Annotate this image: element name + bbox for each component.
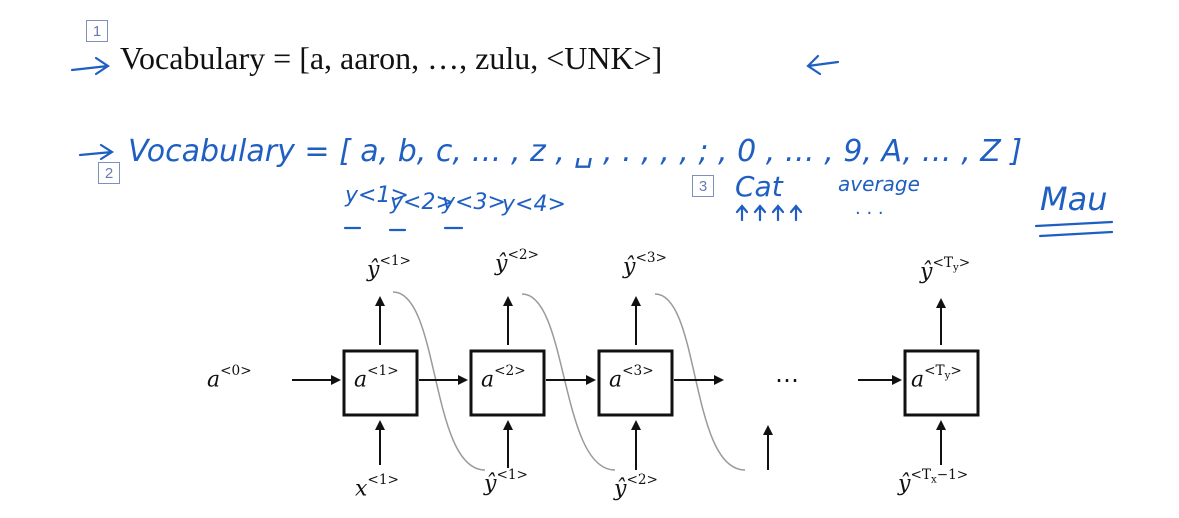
arrow-mark-1: [70, 56, 110, 76]
output-arrows: [375, 296, 946, 345]
input-label-3: ŷ<2>: [614, 471, 658, 502]
rnn-cell-T: [903, 349, 980, 417]
mau-underline: [1034, 220, 1114, 238]
word-vocabulary-line: Vocabulary = [a, aaron, …, zulu, <UNK>]: [120, 40, 663, 76]
slide-number-1: 1: [86, 20, 108, 42]
output-label-T: ŷ<Ty>: [920, 254, 971, 285]
slide-number-2: 2: [98, 162, 120, 184]
arrow-mark-2: [806, 54, 840, 76]
handwritten-dots: . . .: [855, 198, 884, 219]
handwritten-y4: y<4>: [502, 192, 566, 217]
input-label-T: ŷ<Tx−1>: [898, 466, 969, 497]
output-label-3: ŷ<3>: [623, 249, 667, 280]
cell-label-1: a<1>: [354, 362, 399, 393]
char-vocabulary-line: Vocabulary = [ a, b, c, … , z , ␣ , . , …: [128, 134, 1023, 169]
handwritten-y1: y<1>: [345, 183, 409, 208]
output-label-1: ŷ<1>: [367, 252, 411, 283]
handwritten-y2: y<2>: [390, 190, 454, 215]
rnn-cell-2: [469, 349, 546, 417]
output-label-2: ŷ<2>: [495, 246, 539, 277]
input-label-1: x<1>: [355, 471, 399, 502]
ellipsis: ⋯: [775, 366, 799, 394]
handwritten-average: average: [838, 172, 920, 196]
handwritten-y3: y<3>: [442, 190, 506, 215]
input-arrows: [375, 420, 946, 470]
cell-label-T: a<Ty>: [911, 362, 962, 393]
initial-activation: a<0>: [207, 362, 252, 393]
cell-label-2: a<2>: [481, 362, 526, 393]
small-up-arrows: [735, 204, 803, 222]
slide-number-3: 3: [692, 175, 714, 197]
handwritten-cat: Cat: [735, 170, 783, 203]
arrow-mark-3: [78, 143, 115, 161]
handwritten-mau: Mau: [1040, 180, 1108, 218]
underline-marks: [343, 226, 464, 232]
handwritten-marks: [70, 54, 1114, 238]
rnn-cells: [342, 349, 980, 417]
input-label-2: ŷ<1>: [484, 466, 528, 497]
rnn-cell-3: [597, 349, 674, 417]
cell-label-3: a<3>: [609, 362, 654, 393]
rnn-cell-1: [342, 349, 419, 417]
